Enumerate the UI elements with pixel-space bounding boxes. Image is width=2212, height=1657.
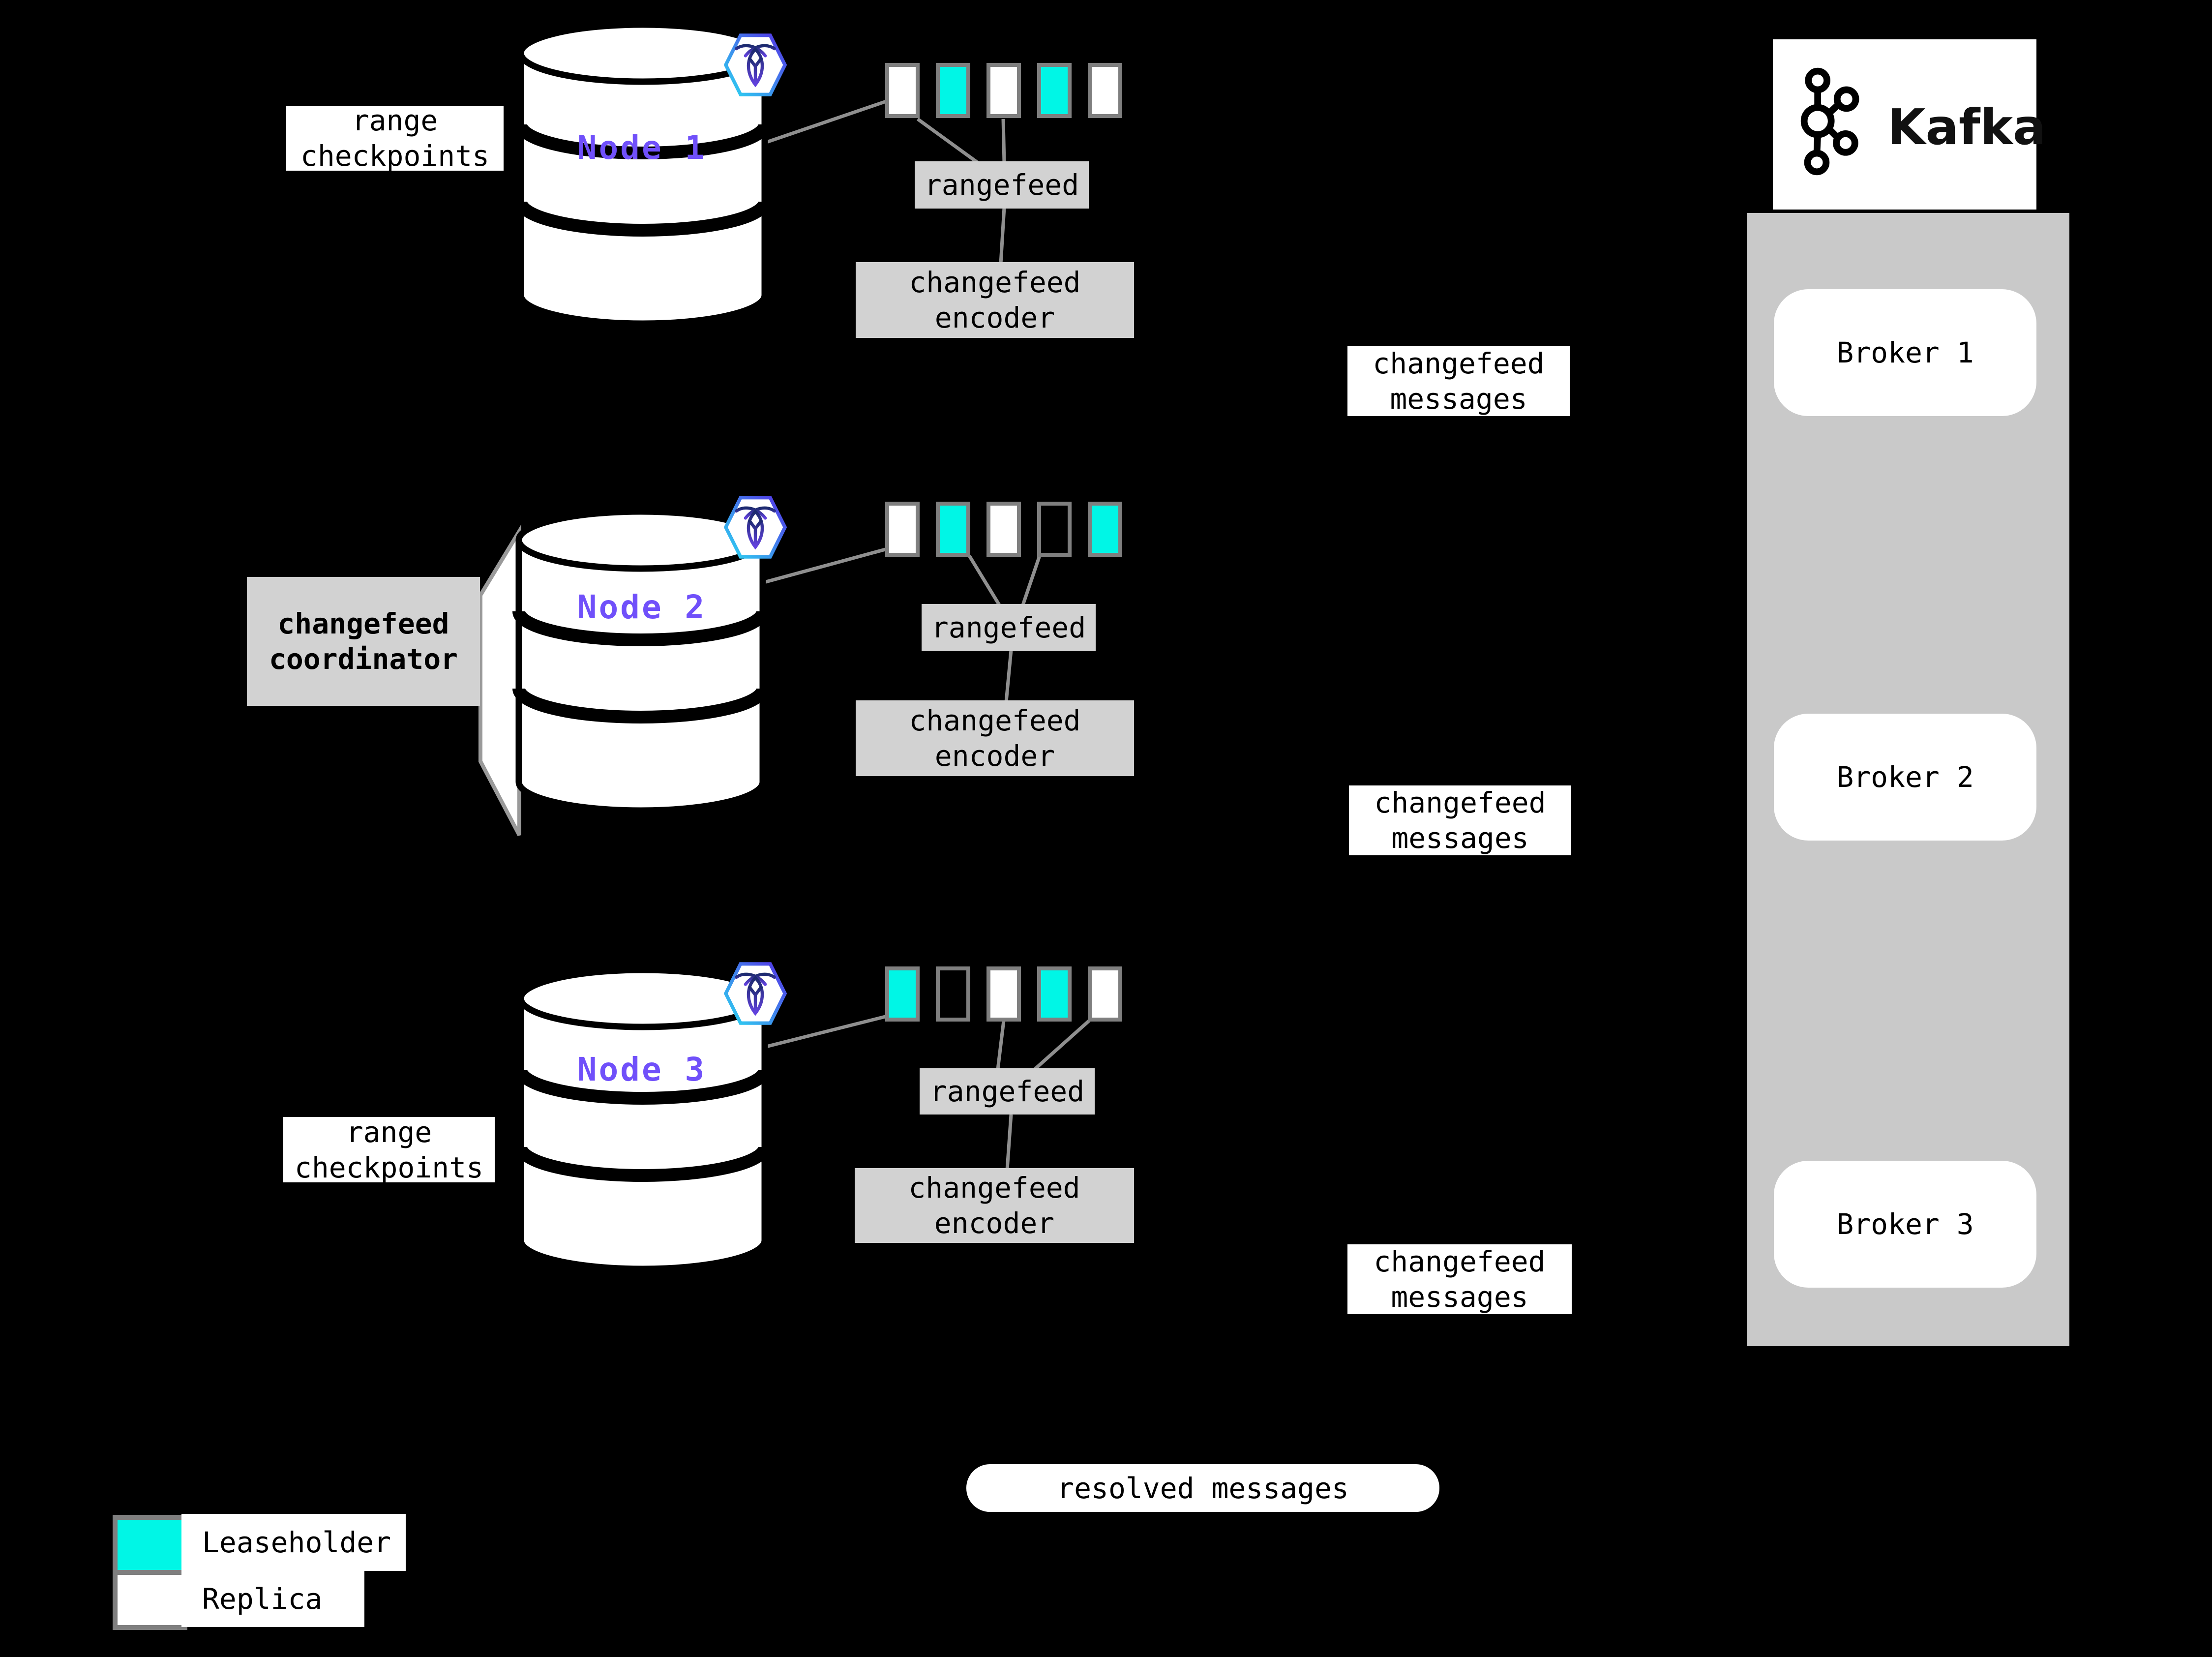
rangefeed-text-2: rangefeed — [931, 611, 1086, 644]
rangefeed-text-3: rangefeed — [929, 1075, 1085, 1108]
range-square-leaseholder — [885, 966, 920, 1022]
range-checkpoints-text-3: range checkpoints — [294, 1115, 484, 1184]
kafka-icon — [1800, 67, 1859, 176]
broker-1-label: Broker 1 — [1836, 336, 1974, 369]
range-square-replica — [1088, 966, 1122, 1022]
line-rangefeed-to-encoder-1 — [999, 207, 1006, 264]
range-checkpoints-label-1: range checkpoints — [286, 104, 504, 173]
changefeed-encoder-text-1: changefeed encoder — [909, 266, 1081, 334]
node1-label: Node 1 — [577, 129, 707, 167]
node2-ranges-row — [885, 502, 1122, 557]
broker-3-box: Broker 3 — [1774, 1161, 2036, 1288]
line-node1-to-ranges — [761, 99, 887, 146]
node1-ranges-row — [885, 63, 1122, 118]
range-square-replica — [885, 502, 920, 557]
range-checkpoints-label-3: range checkpoints — [283, 1115, 495, 1184]
node2-label: Node 2 — [577, 588, 707, 626]
range-square-leaseholder — [936, 63, 970, 118]
broker-1-box: Broker 1 — [1774, 289, 2036, 416]
node3-label: Node 3 — [577, 1051, 707, 1088]
broker-2-label: Broker 2 — [1836, 760, 1974, 794]
range-square-replica — [986, 966, 1021, 1022]
line-range-to-rangefeed-3b — [1033, 1019, 1091, 1071]
legend-leaseholder-swatch — [113, 1515, 187, 1575]
resolved-messages-pill: resolved messages — [966, 1464, 1439, 1512]
legend-leaseholder-label: Leaseholder — [181, 1514, 406, 1571]
range-square-empty — [936, 966, 970, 1022]
legend-leaseholder-text: Leaseholder — [202, 1526, 391, 1559]
range-checkpoints-text-1: range checkpoints — [300, 104, 490, 173]
line-rangefeed-to-encoder-2 — [1004, 650, 1013, 702]
range-square-replica — [986, 502, 1021, 557]
line-range-to-rangefeed-3a — [996, 1020, 1006, 1070]
changefeed-encoder-text-2: changefeed encoder — [909, 704, 1081, 773]
changefeed-encoder-box-2: changefeed encoder — [856, 700, 1134, 776]
line-rangefeed-to-encoder-3 — [1005, 1114, 1013, 1170]
legend-replica-label: Replica — [181, 1571, 364, 1627]
range-square-empty — [1037, 502, 1072, 557]
range-square-leaseholder — [1037, 63, 1072, 118]
rangefeed-box-2: rangefeed — [922, 604, 1096, 651]
changefeed-messages-label-2: changefeed messages — [1349, 785, 1571, 855]
resolved-messages-text: resolved messages — [1057, 1471, 1349, 1505]
node3-ranges-row — [885, 966, 1122, 1022]
rangefeed-box-3: rangefeed — [920, 1068, 1095, 1115]
range-square-leaseholder — [1088, 502, 1122, 557]
changefeed-messages-text-3: changefeed messages — [1374, 1245, 1546, 1314]
changefeed-messages-label-3: changefeed messages — [1347, 1244, 1572, 1314]
range-square-replica — [885, 63, 920, 118]
line-range-to-rangefeed-2a — [968, 555, 1001, 606]
range-square-replica — [1088, 63, 1122, 118]
broker-3-label: Broker 3 — [1836, 1207, 1974, 1241]
changefeed-encoder-box-3: changefeed encoder — [855, 1168, 1134, 1243]
changefeed-messages-text-1: changefeed messages — [1373, 347, 1545, 416]
range-square-leaseholder — [936, 502, 970, 557]
range-square-replica — [986, 63, 1021, 118]
node3-database-cylinder-icon — [514, 966, 771, 1272]
legend-replica-swatch — [113, 1570, 187, 1630]
line-range-to-rangefeed-1b — [1001, 119, 1006, 164]
kafka-wordmark: Kafka — [1887, 98, 2046, 156]
line-range-to-rangefeed-1a — [916, 118, 980, 165]
rangefeed-box-1: rangefeed — [915, 161, 1089, 209]
legend-replica-text: Replica — [202, 1582, 323, 1616]
cockroachdb-icon — [723, 962, 787, 1025]
broker-2-box: Broker 2 — [1774, 714, 2036, 841]
changefeed-encoder-text-3: changefeed encoder — [908, 1171, 1080, 1240]
changefeed-encoder-box-1: changefeed encoder — [856, 262, 1134, 338]
range-square-leaseholder — [1037, 966, 1072, 1022]
changefeed-coordinator-text: changefeed coordinator — [269, 607, 458, 676]
rangefeed-text-1: rangefeed — [924, 168, 1079, 202]
line-range-to-rangefeed-2b — [1021, 555, 1042, 606]
changefeed-coordinator-box: changefeed coordinator — [247, 577, 480, 706]
changefeed-messages-label-1: changefeed messages — [1347, 346, 1570, 416]
changefeed-messages-text-2: changefeed messages — [1374, 786, 1546, 855]
cockroachdb-icon — [723, 496, 787, 559]
cockroachdb-icon — [723, 33, 787, 96]
